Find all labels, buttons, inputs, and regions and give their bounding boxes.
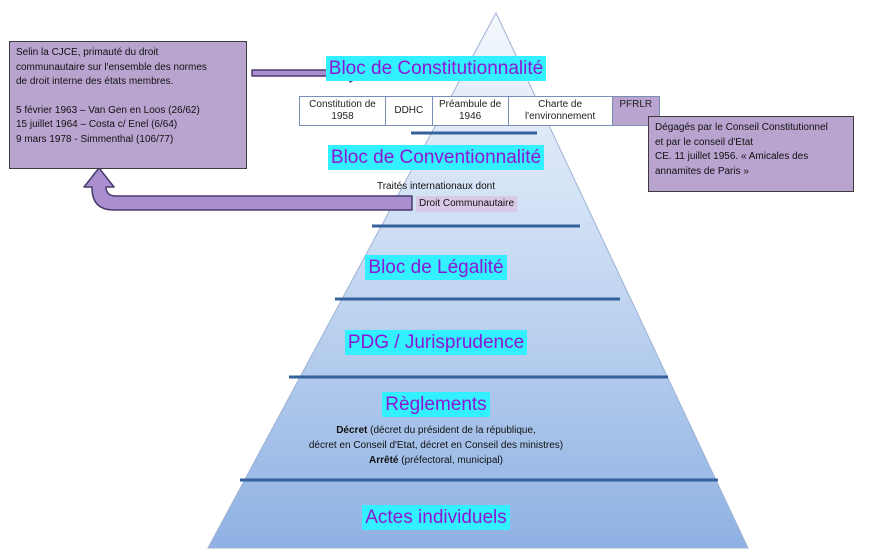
constitution-block-table: Constitution de 1958 DDHC Préambule de 1…	[299, 96, 660, 126]
arrow-droit-communautaire-to-cjce	[83, 167, 413, 211]
item-charte-environnement: Charte de l'environnement	[509, 97, 613, 125]
level-actes-label: Actes individuels	[362, 505, 510, 530]
cjce-case-1: 5 février 1963 – Van Gen en Loos (26/62)	[16, 104, 200, 116]
item-preambule-1946: Préambule de 1946	[433, 97, 509, 125]
level-conventionnalite-label: Bloc de Conventionnalité	[327, 145, 545, 170]
decret-label: Décret	[336, 425, 368, 436]
level-legalite: Bloc de Légalité	[0, 255, 872, 280]
level-constitutionnalite-label: Bloc de Constitutionnalité	[325, 56, 547, 81]
pfrlr-note-line2: et par le conseil d'Etat	[655, 136, 754, 148]
level-reglements: Règlements	[0, 392, 872, 417]
arrete-text: (préfectoral, municipal)	[398, 455, 503, 466]
reglements-decret-line2: décret en Conseil d'Etat, décret en Cons…	[308, 440, 564, 451]
droit-communautaire-label: Droit Communautaire	[416, 196, 518, 212]
level-reglements-label: Règlements	[382, 392, 490, 417]
level-pdg: PDG / Jurisprudence	[0, 330, 872, 355]
pfrlr-note: Dégagés par le Conseil Constitutionnel e…	[648, 116, 854, 192]
pfrlr-note-line3: CE. 11 juillet 1956. « Amicales des	[655, 151, 809, 162]
cjce-case-3: 9 mars 1978 - Simmenthal (106/77)	[16, 133, 174, 145]
level-actes: Actes individuels	[0, 505, 872, 530]
decret-text: (décret du président de la république,	[367, 425, 536, 436]
item-constitution-1958: Constitution de 1958	[300, 97, 387, 125]
pyramid-shape	[207, 11, 749, 549]
level-legalite-label: Bloc de Légalité	[365, 255, 507, 280]
arrete-label: Arrêté	[369, 455, 399, 466]
cjce-note: Selin la CJCE, primauté du droit communa…	[9, 41, 247, 169]
cjce-note-line1: Selin la CJCE, primauté du droit	[16, 47, 159, 58]
cjce-note-line2: communautaire sur l'ensemble des normes	[16, 61, 207, 73]
level-constitutionnalite: Bloc de Constitutionnalité	[0, 56, 872, 81]
level-conventionnalite: Bloc de Conventionnalité	[0, 145, 872, 170]
pfrlr-note-line4: annamites de Paris »	[655, 165, 749, 177]
pfrlr-note-line1: Dégagés par le Conseil Constitutionnel	[655, 122, 828, 133]
reglements-arrete-line: Arrêté (préfectoral, municipal)	[0, 453, 872, 469]
cjce-case-2: 15 juillet 1964 – Costa c/ Enel (6/64)	[16, 119, 178, 130]
item-ddhc: DDHC	[386, 97, 433, 125]
level-dividers	[240, 131, 718, 482]
cjce-note-line3: de droit interne des états membres.	[16, 76, 174, 87]
conventionnalite-detail-line1: Traités internationaux dont	[376, 181, 496, 192]
level-pdg-label: PDG / Jurisprudence	[344, 330, 528, 355]
reglements-decret-line: Décret (décret du président de la républ…	[0, 423, 872, 439]
